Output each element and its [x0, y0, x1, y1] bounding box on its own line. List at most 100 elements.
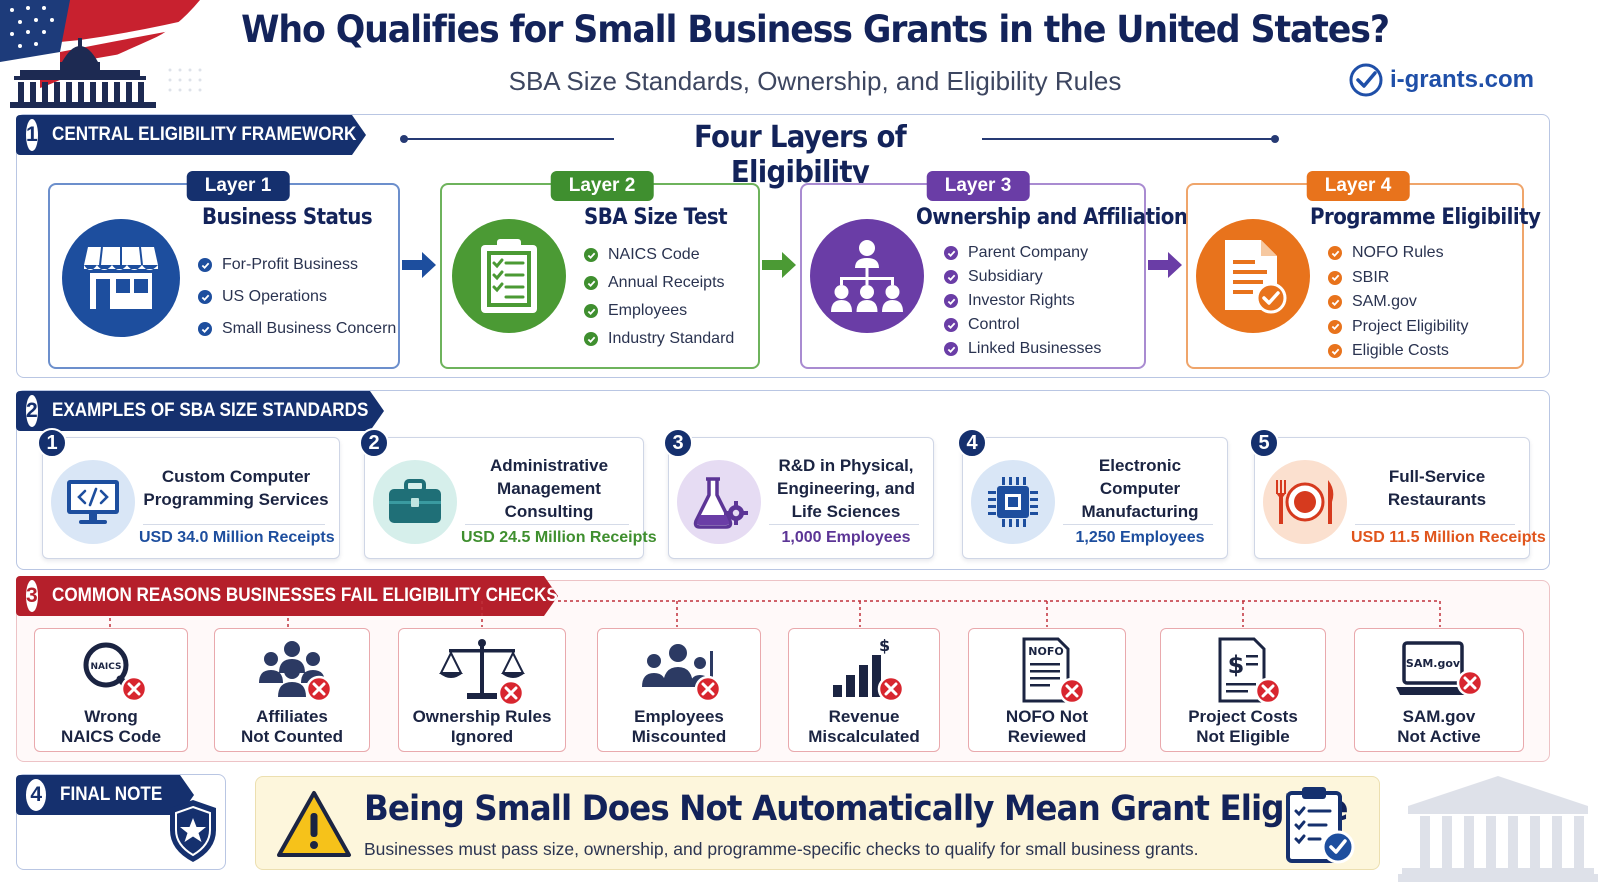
- section-tab-size-standards: 2 EXAMPLES OF SBA SIZE STANDARDS: [16, 391, 384, 431]
- card-number: 3: [663, 428, 693, 458]
- svg-text:SAM.gov: SAM.gov: [1406, 657, 1461, 670]
- svg-text:$: $: [879, 637, 890, 655]
- checklist-item: Industry Standard: [584, 325, 734, 353]
- employees-icon: [642, 644, 722, 703]
- size-threshold: USD 34.0 Million Receipts: [139, 529, 335, 546]
- checklist-item: Subsidiary: [944, 265, 1101, 289]
- layer-badge: Layer 2: [550, 171, 654, 201]
- checklist-item: NAICS Code: [584, 241, 734, 269]
- courthouse-illustration: [1398, 776, 1598, 882]
- layer-checklist: Parent Company Subsidiary Investor Right…: [944, 241, 1101, 361]
- card-number: 2: [359, 428, 389, 458]
- check-icon: [584, 332, 598, 346]
- scales-icon: [439, 639, 525, 707]
- checklist-item: Parent Company: [944, 241, 1101, 265]
- layer-title: Programme Eligibility: [1310, 205, 1541, 230]
- check-icon: [584, 276, 598, 290]
- checklist-item: NOFO Rules: [1328, 241, 1468, 266]
- layer-icon-wrap: [62, 219, 180, 337]
- plate-cutlery-icon: [1276, 480, 1334, 524]
- section-tab-label: CENTRAL ELIGIBILITY FRAMEWORK: [51, 124, 356, 145]
- layer-badge: Layer 4: [1306, 171, 1410, 201]
- section-number: 4: [26, 779, 46, 811]
- check-icon: [198, 322, 212, 336]
- storefront-icon: [84, 246, 158, 309]
- section-tab-fail-reasons: 3 COMMON REASONS BUSINESSES FAIL ELIGIBI…: [16, 576, 558, 616]
- check-icon: [584, 248, 598, 262]
- size-standard-card: 4 Electronic Computer Manufacturing 1,25…: [957, 428, 1228, 559]
- microchip-icon: [988, 477, 1038, 527]
- check-icon: [944, 318, 958, 332]
- section-number: 3: [26, 580, 38, 612]
- section-tab-label: COMMON REASONS BUSINESSES FAIL ELIGIBILI…: [51, 585, 558, 606]
- size-threshold: 1,250 Employees: [1075, 529, 1205, 546]
- layer-icon-wrap: [810, 219, 924, 333]
- checklist-item: SBIR: [1328, 266, 1468, 291]
- icon-circle: [677, 460, 761, 544]
- check-circle-icon: [1349, 63, 1383, 97]
- rule-dot-right: [1271, 135, 1279, 143]
- divider: [143, 524, 325, 525]
- check-icon: [584, 304, 598, 318]
- checklist-item: US Operations: [198, 281, 396, 313]
- icon-circle: [51, 460, 135, 544]
- cost-document-icon: $: [1218, 637, 1282, 705]
- section-tab-label: EXAMPLES OF SBA SIZE STANDARDS: [51, 400, 369, 421]
- check-icon: [944, 270, 958, 284]
- layer-badge: Layer 1: [186, 171, 290, 201]
- briefcase-icon: [389, 479, 441, 523]
- layer-card-ownership: Layer 3 Ownership and Affiliation Parent…: [800, 171, 1188, 369]
- layer-icon-wrap: [452, 219, 566, 333]
- nofo-document-icon: NOFO: [1022, 637, 1086, 705]
- check-icon: [944, 294, 958, 308]
- brand-logo[interactable]: i-grants.com: [1348, 62, 1534, 98]
- dotted-connector-lines: [109, 600, 1441, 627]
- checklist-item: SAM.gov: [1328, 290, 1468, 315]
- org-chart-icon: [831, 240, 903, 312]
- industry-label: Full-Service Restaurants: [1387, 467, 1487, 509]
- clipboard-checklist-icon: [481, 239, 537, 313]
- divider: [769, 524, 919, 525]
- warning-icon: [277, 791, 351, 857]
- size-standard-card: 3 R&D in Physical, Engineering, and Life…: [663, 428, 934, 559]
- us-flag-capitol-illustration: [0, 0, 202, 108]
- layer-checklist: NOFO Rules SBIR SAM.gov Project Eligibil…: [1328, 241, 1468, 364]
- svg-text:NAICS: NAICS: [90, 662, 121, 672]
- industry-label: R&D in Physical, Engineering, and Life S…: [777, 455, 915, 521]
- final-note-banner: Being Small Does Not Automatically Mean …: [255, 776, 1380, 870]
- flow-arrow-icon: [402, 252, 436, 278]
- layer-badge: Layer 3: [926, 171, 1030, 201]
- divider: [1355, 524, 1515, 525]
- flask-gear-icon: [693, 477, 748, 529]
- section-tab-framework: 1 CENTRAL ELIGIBILITY FRAMEWORK: [16, 115, 366, 155]
- approved-document-icon: [1225, 240, 1287, 314]
- industry-label: Custom Computer Programming Services: [143, 467, 329, 509]
- laptop-icon: SAM.gov: [1396, 641, 1484, 697]
- size-threshold: USD 11.5 Million Receipts: [1351, 529, 1546, 546]
- card-number: 1: [37, 428, 67, 458]
- layer-card-sba-size-test: Layer 2 SBA Size Test NAICS Code Annual …: [440, 171, 760, 369]
- layer-card-business-status: Layer 1 Business Status For-Profit Busin…: [48, 171, 400, 369]
- industry-label: Administrative Management Consulting: [489, 455, 609, 521]
- layer-icon-wrap: [1196, 219, 1310, 333]
- checklist-item: Annual Receipts: [584, 269, 734, 297]
- revenue-bars-icon: $: [833, 637, 905, 703]
- card-number: 5: [1249, 428, 1279, 458]
- flow-arrow-icon: [1148, 252, 1182, 278]
- divider: [1063, 524, 1213, 525]
- magnifier-icon: NAICS: [83, 642, 148, 703]
- layer-title: Business Status: [202, 205, 373, 230]
- page-subtitle: SBA Size Standards, Ownership, and Eligi…: [508, 66, 1122, 96]
